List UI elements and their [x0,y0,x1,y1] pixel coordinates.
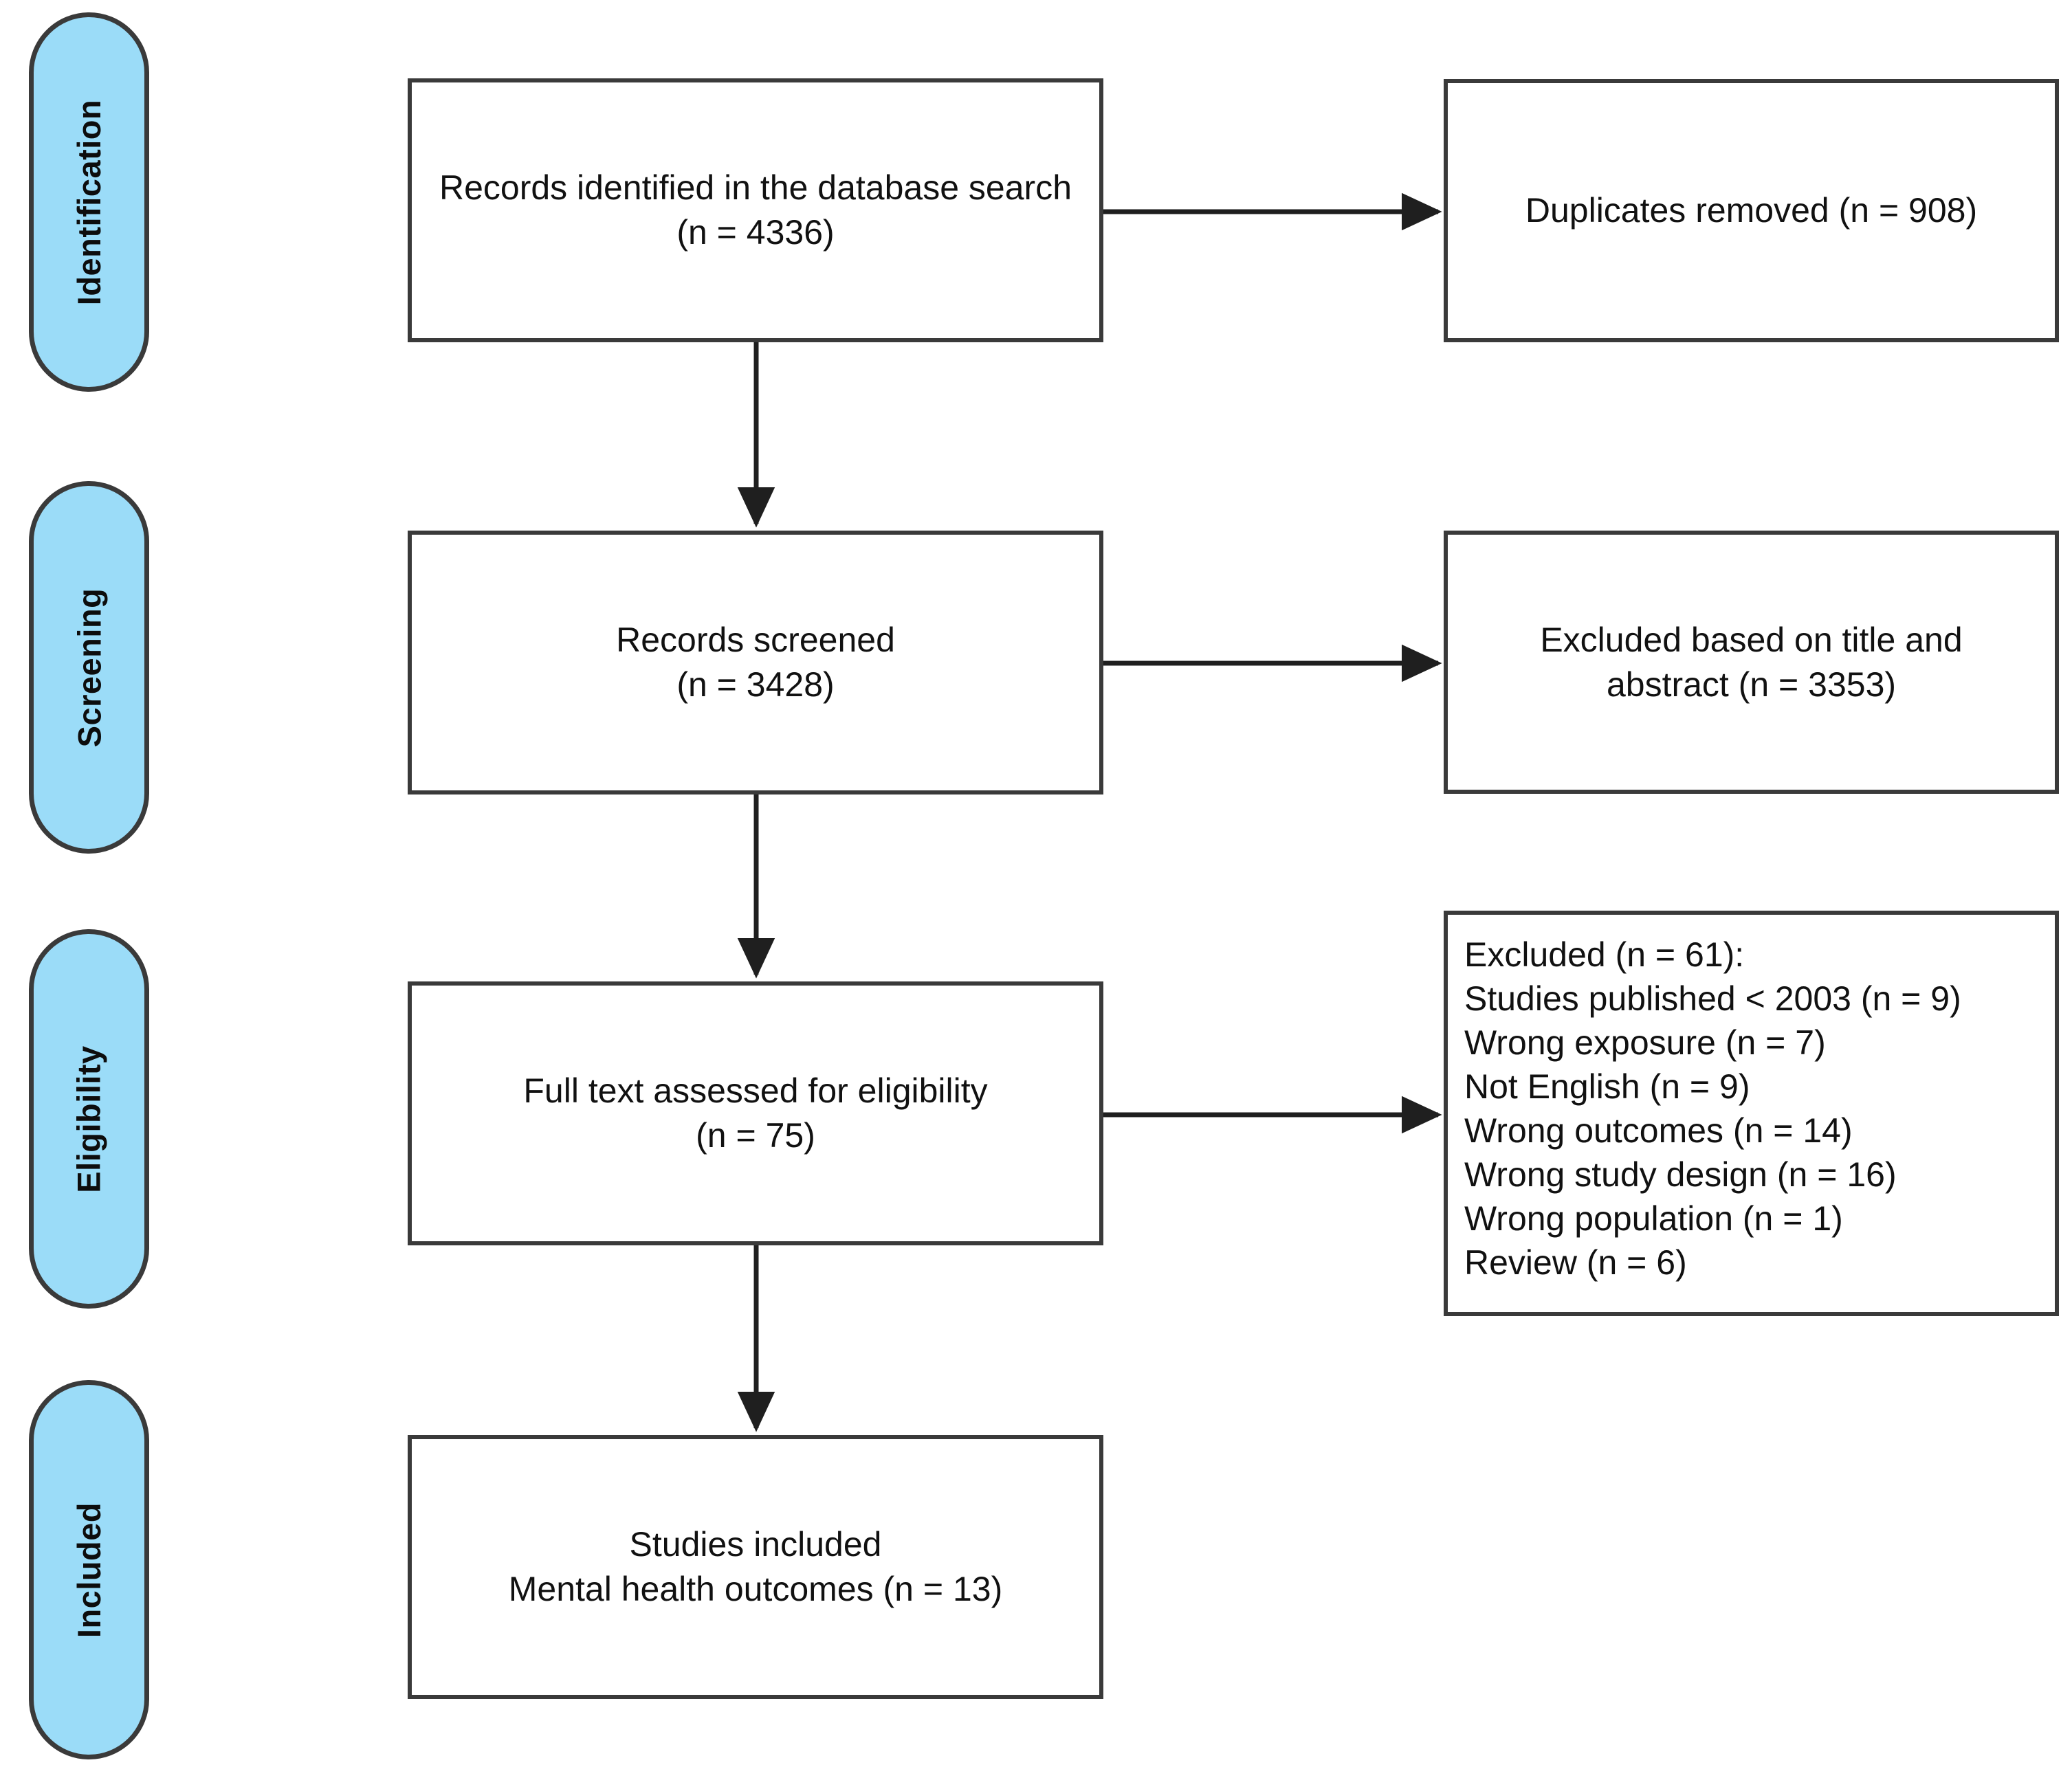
box-full-text-assessed-text: Full text assessed for eligibility (n = … [523,1071,988,1155]
box-excluded-full-text: Excluded (n = 61): Studies published < 2… [1444,911,2059,1316]
box-studies-included-text: Studies included Mental health outcomes … [508,1525,1003,1608]
box-excluded-title-abstract-text: Excluded based on title and abstract (n … [1540,620,1963,704]
box-records-identified: Records identified in the database searc… [408,78,1103,342]
box-records-screened: Records screened (n = 3428) [408,531,1103,794]
box-full-text-assessed: Full text assessed for eligibility (n = … [408,981,1103,1245]
stage-pill-eligibility: Eligibility [29,929,149,1309]
stage-pill-eligibility-label: Eligibility [71,1045,108,1193]
stage-pill-identification: Identification [29,12,149,392]
box-excluded-title-abstract: Excluded based on title and abstract (n … [1444,531,2059,794]
stage-pill-screening-label: Screening [71,588,107,747]
stage-pill-identification-label: Identification [71,99,108,305]
box-records-screened-text: Records screened (n = 3428) [616,621,895,704]
box-records-identified-text: Records identified in the database searc… [439,168,1072,252]
box-duplicates-removed-text: Duplicates removed (n = 908) [1525,191,1978,230]
box-excluded-full-text-text: Excluded (n = 61): Studies published < 2… [1464,935,1961,1282]
stage-pill-included: Included [29,1380,149,1759]
box-studies-included: Studies included Mental health outcomes … [408,1435,1103,1699]
box-duplicates-removed: Duplicates removed (n = 908) [1444,79,2059,342]
stage-pill-included-label: Included [71,1502,108,1638]
stage-pill-screening: Screening [29,481,149,854]
